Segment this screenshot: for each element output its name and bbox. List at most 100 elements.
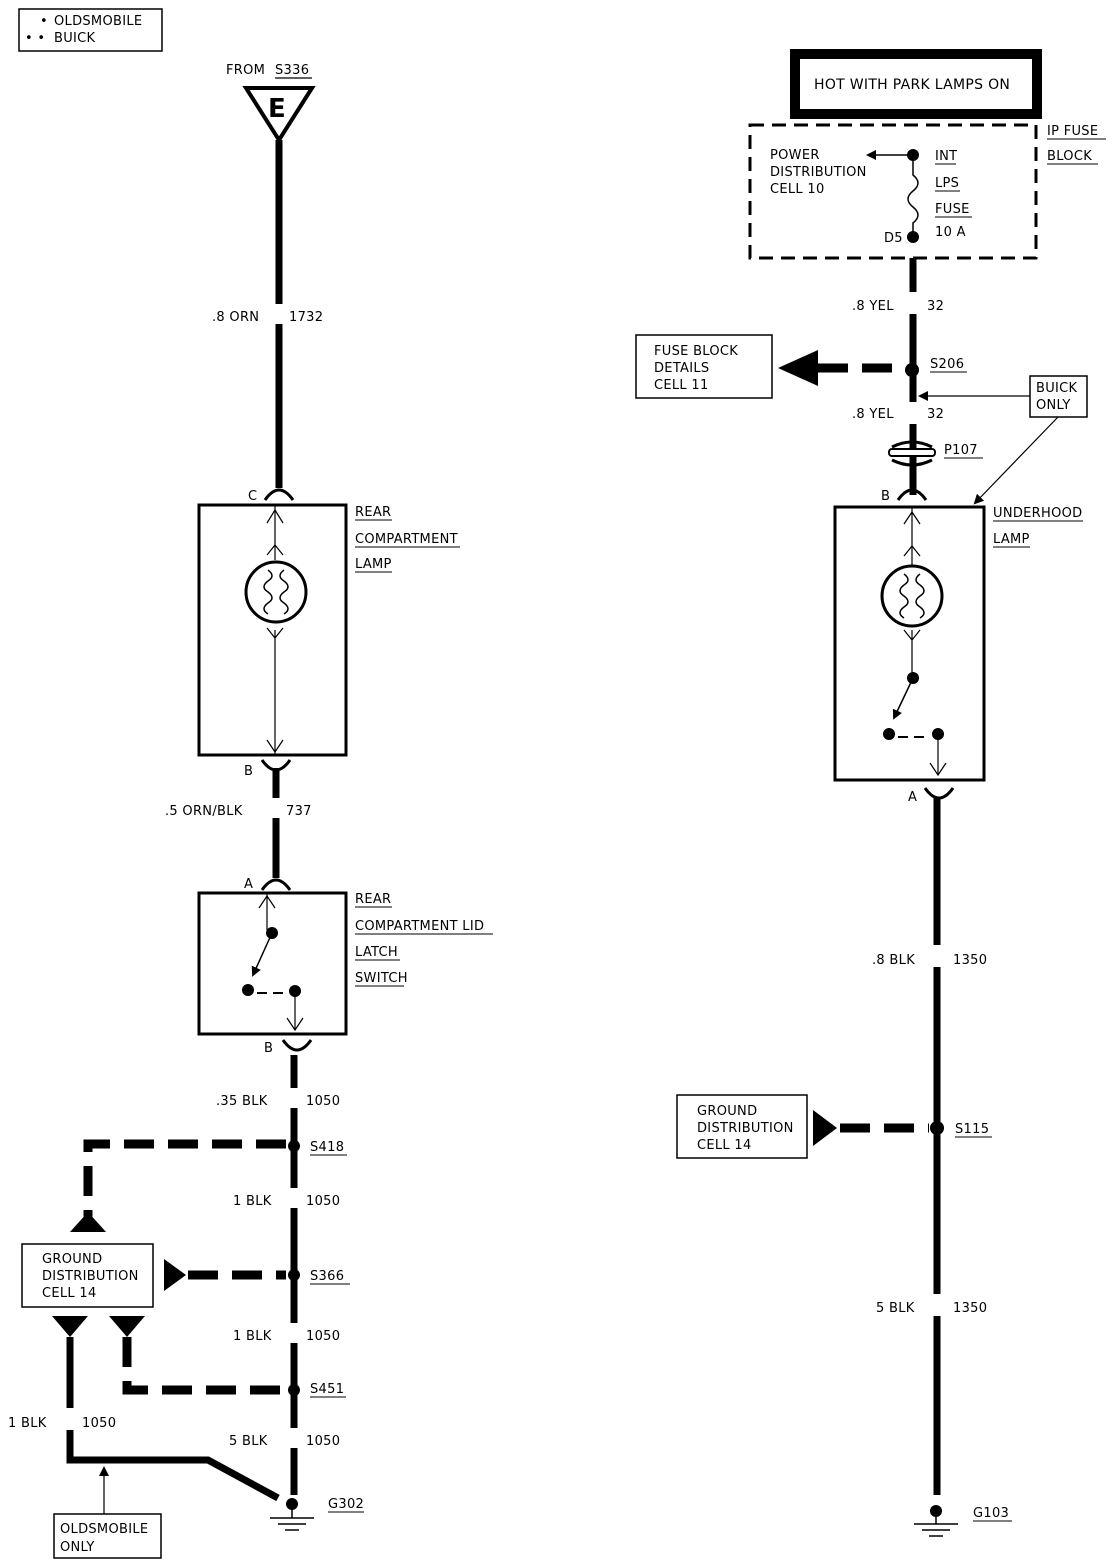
- lamp-bulb: [244, 560, 308, 624]
- ground-box-left-line-1: GROUND: [42, 1252, 102, 1267]
- olds-note-line-2: ONLY: [60, 1540, 95, 1555]
- rear-compartment-lid-latch-switch: A B: [197, 877, 348, 1056]
- wire-1732-gauge: .8 ORN: [212, 310, 259, 325]
- underhood-pin-a: A: [908, 790, 917, 805]
- ground-g103: [914, 1505, 958, 1537]
- underhood-pin-b: B: [881, 489, 890, 504]
- splice-s451: [288, 1384, 300, 1396]
- from-label: FROM: [226, 63, 265, 78]
- ground-g302: [270, 1498, 314, 1531]
- splice-s418: [288, 1140, 300, 1152]
- splice-s418-label: S418: [310, 1140, 344, 1155]
- rear-lamp-label-2: COMPARTMENT: [355, 532, 458, 547]
- switch-label-2: COMPARTMENT LID: [355, 919, 484, 934]
- legend-buick: BUICK: [54, 31, 96, 46]
- ground-box-left-line-3: CELL 14: [42, 1286, 97, 1301]
- fuse-label-3: FUSE: [935, 202, 970, 217]
- power-dist-line-1: POWER: [770, 148, 820, 163]
- fuse-block-details-box: FUSE BLOCK DETAILS CELL 11: [635, 334, 773, 399]
- buick-only-line-1: BUICK: [1036, 381, 1078, 396]
- lamp-pin-c: C: [248, 489, 257, 504]
- fuse-details-line-3: CELL 11: [654, 378, 709, 393]
- fuse-label-2: LPS: [935, 176, 959, 191]
- from-splice-label: S336: [275, 63, 309, 78]
- legend-oldsmobile: OLDSMOBILE: [54, 14, 142, 29]
- hot-banner: HOT WITH PARK LAMPS ON: [790, 49, 1042, 119]
- wire-1350-a-gauge: .8 BLK: [872, 953, 915, 968]
- underhood-lamp: B A: [833, 488, 986, 805]
- wire-1050-c-circuit: 1050: [306, 1329, 340, 1344]
- switch-label-3: LATCH: [355, 945, 398, 960]
- rear-lamp-label-1: REAR: [355, 505, 391, 520]
- connector-p107-label: P107: [944, 443, 978, 458]
- wire-1050-a-circuit: 1050: [306, 1094, 340, 1109]
- ip-fuse-label-1: IP FUSE: [1047, 124, 1098, 139]
- splice-s366: [288, 1269, 300, 1281]
- wire-1050-olds-gauge: 1 BLK: [8, 1416, 47, 1431]
- wire-1050-d-gauge: 5 BLK: [229, 1434, 268, 1449]
- legend-buick-marker: • •: [25, 31, 45, 46]
- connector-e-letter: E: [268, 94, 286, 124]
- legend: • OLDSMOBILE • • BUICK: [18, 8, 163, 52]
- connector-p107: [888, 440, 936, 467]
- fuse-label-4: 10 A: [935, 225, 966, 240]
- ip-fuse-block-outline: [748, 123, 1038, 260]
- buick-only-line-2: ONLY: [1036, 398, 1071, 413]
- rear-lamp-label-3: LAMP: [355, 557, 392, 572]
- ip-fuse-label-2: BLOCK: [1047, 149, 1092, 164]
- ground-g302-label: G302: [328, 1497, 364, 1512]
- switch-label-4: SWITCH: [355, 971, 408, 986]
- left-circuit: FROM S336 E .8 ORN 1732 C B REAR: [8, 63, 493, 1559]
- underhood-bulb: [880, 564, 944, 628]
- power-dist-line-3: CELL 10: [770, 182, 825, 197]
- ground-distribution-box-right: GROUND DISTRIBUTION CELL 14: [676, 1094, 808, 1159]
- olds-note-line-1: OLDSMOBILE: [60, 1522, 148, 1537]
- wire-737-gauge: .5 ORN/BLK: [165, 804, 243, 819]
- ground-distribution-box-left: GROUND DISTRIBUTION CELL 14: [21, 1243, 154, 1308]
- power-dist-line-2: DISTRIBUTION: [770, 165, 867, 180]
- wire-1732-circuit: 1732: [289, 310, 323, 325]
- fuse-label-1: INT: [935, 149, 957, 164]
- splice-s206-label: S206: [930, 357, 964, 372]
- underhood-label-1: UNDERHOOD: [993, 506, 1082, 521]
- ground-box-right-line-2: DISTRIBUTION: [697, 1121, 794, 1136]
- legend-oldsmobile-marker: •: [40, 14, 48, 29]
- splice-s115-label: S115: [955, 1122, 989, 1137]
- switch-pin-b: B: [264, 1041, 273, 1056]
- connector-e-triangle: [242, 86, 316, 144]
- wire-1050-olds-circuit: 1050: [82, 1416, 116, 1431]
- fuse-details-line-2: DETAILS: [654, 361, 709, 376]
- wire-32-a-circuit: 32: [927, 299, 944, 314]
- right-circuit: HOT WITH PARK LAMPS ON IP FUSE BLOCK POW…: [635, 49, 1106, 1537]
- ground-box-left-line-2: DISTRIBUTION: [42, 1269, 139, 1284]
- wire-1350-b-gauge: 5 BLK: [876, 1301, 915, 1316]
- int-lps-fuse: [907, 155, 919, 237]
- fuse-details-line-1: FUSE BLOCK: [654, 344, 738, 359]
- fuse-pin-d5: D5: [884, 231, 903, 246]
- wire-32-b-gauge: .8 YEL: [852, 407, 894, 422]
- wire-1050-c-gauge: 1 BLK: [233, 1329, 272, 1344]
- wire-1350-b-circuit: 1350: [953, 1301, 987, 1316]
- wire-1050-d-circuit: 1050: [306, 1434, 340, 1449]
- wire-1050-a-gauge: .35 BLK: [216, 1094, 268, 1109]
- ground-box-right-line-3: CELL 14: [697, 1138, 752, 1153]
- splice-s115: [930, 1121, 944, 1135]
- rear-compartment-lamp: C B: [197, 488, 348, 779]
- underhood-label-2: LAMP: [993, 532, 1030, 547]
- wire-32-b-circuit: 32: [927, 407, 944, 422]
- wire-1050-b-gauge: 1 BLK: [233, 1194, 272, 1209]
- splice-s451-label: S451: [310, 1382, 344, 1397]
- ground-box-right-line-1: GROUND: [697, 1104, 757, 1119]
- lamp-pin-b: B: [244, 764, 253, 779]
- wire-1050-b-circuit: 1050: [306, 1194, 340, 1209]
- switch-label-1: REAR: [355, 892, 391, 907]
- splice-s206: [905, 363, 919, 377]
- wire-737-circuit: 737: [286, 804, 312, 819]
- wire-1350-a-circuit: 1350: [953, 953, 987, 968]
- wire-32-a-gauge: .8 YEL: [852, 299, 894, 314]
- oldsmobile-only-note: OLDSMOBILE ONLY: [53, 1466, 162, 1559]
- splice-s366-label: S366: [310, 1269, 344, 1284]
- hot-banner-text: HOT WITH PARK LAMPS ON: [814, 77, 1010, 93]
- switch-pin-a: A: [244, 877, 253, 892]
